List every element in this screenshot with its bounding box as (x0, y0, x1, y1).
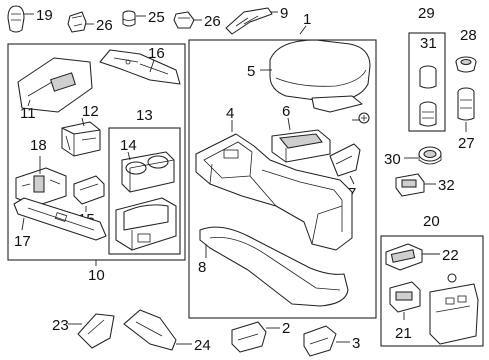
clip-part-26b (173, 11, 202, 29)
callout-22: 22 (442, 247, 459, 264)
group-box-20 (380, 235, 484, 347)
callout-25: 25 (148, 9, 165, 26)
lower-finisher-part-8 (199, 226, 349, 307)
callout-23: 23 (52, 317, 69, 334)
callout-2: 2 (282, 320, 290, 337)
callout-12: 12 (82, 103, 99, 120)
group-box-10 (7, 43, 186, 261)
callout-26a: 26 (96, 17, 113, 34)
callout-3: 3 (352, 335, 360, 352)
group-box-1 (188, 39, 377, 319)
callout-1: 1 (303, 11, 311, 28)
callout-9: 9 (280, 5, 288, 22)
ring-part-30 (404, 146, 442, 165)
armrest-lid-part-5 (260, 39, 371, 113)
callout-29: 29 (418, 5, 435, 22)
callout-13: 13 (136, 107, 153, 124)
console-body-part-1 (195, 133, 353, 251)
callout-17: 17 (14, 233, 31, 250)
switch-part-15 (73, 175, 105, 212)
bracket-part-2 (231, 321, 280, 353)
socket-part-27 (457, 87, 475, 132)
callout-14: 14 (120, 137, 137, 154)
screw-part (352, 112, 370, 124)
bracket-part-9 (225, 7, 278, 35)
grommet-part-25 (122, 10, 146, 27)
storage-bin-part-6 (271, 117, 331, 163)
cup-holder-part-14 (121, 151, 175, 193)
callout-6: 6 (282, 103, 290, 120)
callout-30: 30 (384, 151, 401, 168)
socket-part-31 (419, 65, 437, 127)
callout-8: 8 (198, 259, 206, 276)
callout-10: 10 (88, 267, 105, 284)
bezel-part-22 (385, 243, 440, 271)
callout-11: 11 (20, 105, 36, 122)
leader-1 (299, 25, 307, 35)
callout-24: 24 (194, 337, 211, 354)
side-trim-part-24 (123, 309, 192, 351)
panel-part-20 (429, 273, 479, 345)
group-box-13 (108, 127, 181, 255)
side-trim-part-23 (68, 313, 115, 349)
group-box-29 (408, 32, 446, 132)
bracket-part-3 (303, 325, 350, 357)
holder-insert-part-12 (61, 117, 101, 157)
callout-4: 4 (226, 105, 234, 122)
bracket-part-7 (329, 143, 361, 185)
callout-18: 18 (30, 137, 47, 154)
cap-part-28 (455, 56, 477, 73)
rail-part-16 (99, 49, 181, 85)
callout-26b: 26 (204, 13, 221, 30)
callout-20: 20 (423, 213, 440, 230)
shift-knob-part-19 (7, 5, 34, 33)
trim-panel-part-11 (17, 57, 93, 113)
callout-5: 5 (247, 63, 255, 80)
clip-part-26a (67, 11, 94, 33)
callout-21: 21 (395, 325, 412, 342)
callout-32: 32 (438, 177, 455, 194)
callout-31: 31 (420, 35, 437, 52)
shifter-plate-part-18 (15, 156, 67, 207)
lower-rail-part-17 (13, 197, 107, 241)
callout-28: 28 (460, 27, 477, 44)
switch-part-21 (389, 281, 421, 320)
callout-27: 27 (458, 135, 475, 152)
holder-body-part (115, 197, 177, 251)
callout-16: 16 (148, 45, 165, 62)
switch-part-32 (395, 173, 436, 197)
callout-19: 19 (36, 7, 53, 24)
